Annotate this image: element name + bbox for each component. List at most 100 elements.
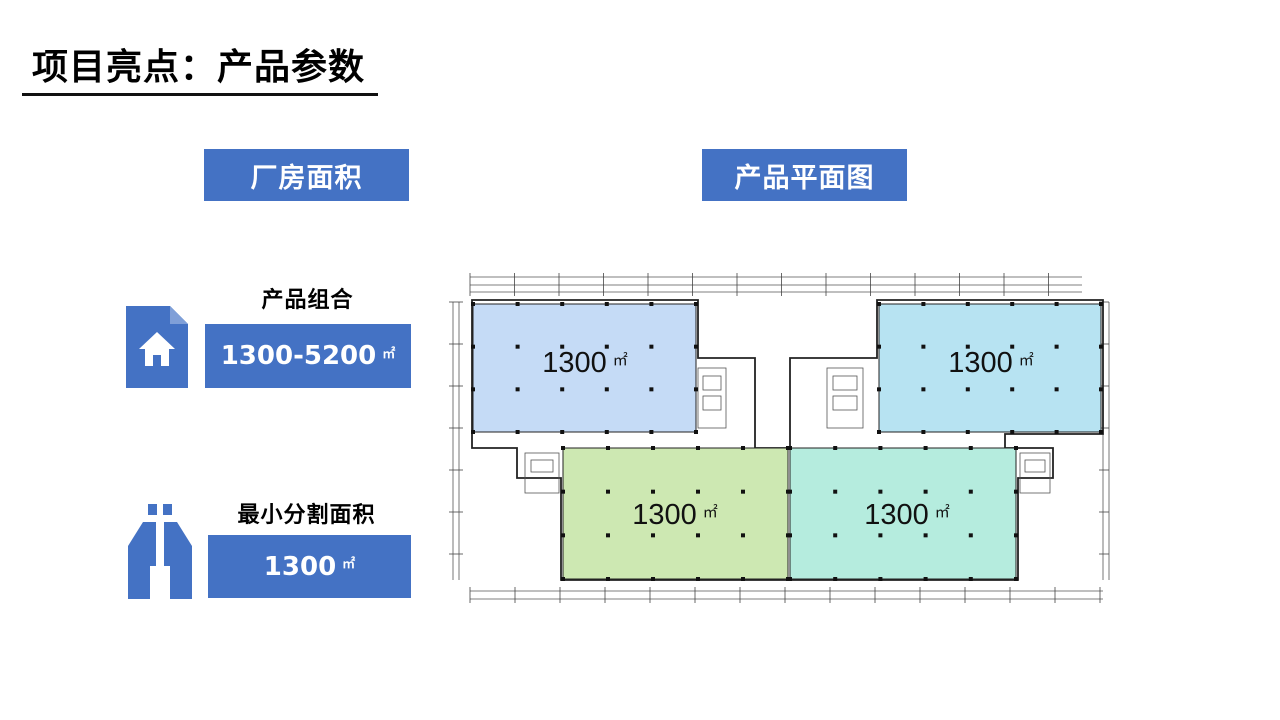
column-marker (923, 446, 928, 450)
product-combo-value: 1300-5200 (220, 341, 377, 371)
column-marker (878, 446, 883, 450)
column-marker (606, 446, 610, 450)
column-marker (696, 577, 700, 581)
split-building-icon (128, 504, 192, 599)
unit-area-label-bottom-left: 1300 ㎡ (632, 499, 718, 531)
column-marker (649, 344, 654, 349)
core-areas (524, 367, 1051, 494)
column-marker (560, 344, 565, 349)
column-marker (741, 446, 745, 450)
min-split-value: 1300 (263, 551, 337, 582)
column-marker (921, 387, 926, 392)
unit-area-unit-bottom-right: ㎡ (935, 504, 950, 521)
column-marker (741, 489, 745, 494)
column-marker (1014, 489, 1018, 494)
column-marker (1014, 577, 1018, 581)
column-marker (968, 577, 973, 581)
column-marker (877, 302, 881, 306)
column-marker (1010, 387, 1015, 392)
column-marker (1010, 430, 1015, 434)
column-marker (694, 430, 698, 434)
column-marker (923, 577, 928, 581)
unit-area-value-bottom-left: 1300 (632, 499, 697, 531)
column-marker (788, 577, 792, 581)
column-marker (1010, 302, 1015, 306)
column-marker (515, 344, 520, 349)
column-marker (923, 533, 928, 538)
column-marker (1054, 387, 1059, 392)
column-marker (515, 302, 520, 306)
unit-area-top-left (472, 303, 697, 433)
column-marker (921, 430, 926, 434)
column-marker (1054, 302, 1059, 306)
column-marker (560, 430, 565, 434)
column-marker (1099, 302, 1103, 306)
column-marker (921, 302, 926, 306)
column-marker (649, 302, 654, 306)
column-marker (561, 533, 565, 538)
unit-area-value-bottom-right: 1300 (864, 499, 929, 531)
column-marker (833, 577, 838, 581)
header-floor-plan: 产品平面图 (702, 149, 907, 201)
column-marker (1099, 430, 1103, 434)
column-marker (606, 533, 610, 538)
column-marker (788, 489, 792, 494)
column-marker (696, 489, 700, 494)
column-marker (921, 344, 926, 349)
header-factory-area: 厂房面积 (204, 149, 409, 201)
column-marker (878, 489, 883, 494)
column-marker (833, 489, 838, 494)
column-marker (471, 302, 475, 306)
column-marker (1054, 344, 1059, 349)
column-marker (604, 387, 609, 392)
header-factory-area-label: 厂房面积 (250, 162, 363, 194)
house-document-icon (126, 306, 188, 388)
column-marker (1054, 430, 1059, 434)
column-marker (515, 387, 520, 392)
column-marker (965, 302, 970, 306)
column-marker (604, 344, 609, 349)
column-marker (649, 387, 654, 392)
column-marker (1099, 387, 1103, 392)
column-marker (1014, 533, 1018, 538)
column-marker (788, 533, 792, 538)
header-floor-plan-label: 产品平面图 (734, 162, 875, 194)
column-marker (651, 489, 655, 494)
dimension-lines (452, 276, 1110, 600)
unit-area-bottom-left (562, 447, 789, 580)
column-marker (833, 446, 838, 450)
column-marker (1014, 446, 1018, 450)
unit-area-bottom-right (789, 447, 1017, 580)
min-split-value-box: 1300 ㎡ (208, 535, 411, 598)
column-marker (515, 430, 520, 434)
unit-area-top-right (878, 303, 1102, 433)
building-outline (471, 299, 1104, 581)
column-marker (696, 533, 700, 538)
product-combo-label: 产品组合 (261, 288, 354, 313)
column-marker (561, 577, 565, 581)
column-marker (741, 533, 745, 538)
column-marker (788, 446, 792, 450)
column-marker (877, 430, 881, 434)
column-marker (649, 430, 654, 434)
column-marker (696, 446, 700, 450)
column-marker (604, 430, 609, 434)
unit-area-unit-bottom-left: ㎡ (703, 504, 718, 521)
column-marker (606, 577, 610, 581)
column-marker (606, 489, 610, 494)
min-split-unit: ㎡ (342, 557, 356, 572)
product-combo-unit: ㎡ (382, 346, 396, 362)
column-marker (1010, 344, 1015, 349)
column-marker (1099, 344, 1103, 349)
column-marker (651, 533, 655, 538)
column-marker (561, 446, 565, 450)
product-combo-value-box: 1300-5200 ㎡ (205, 324, 411, 388)
unit-area-value-top-right: 1300 (948, 347, 1013, 379)
unit-area-value-top-left: 1300 (542, 347, 607, 379)
column-marker (833, 533, 838, 538)
column-marker (968, 489, 973, 494)
column-marker (604, 302, 609, 306)
